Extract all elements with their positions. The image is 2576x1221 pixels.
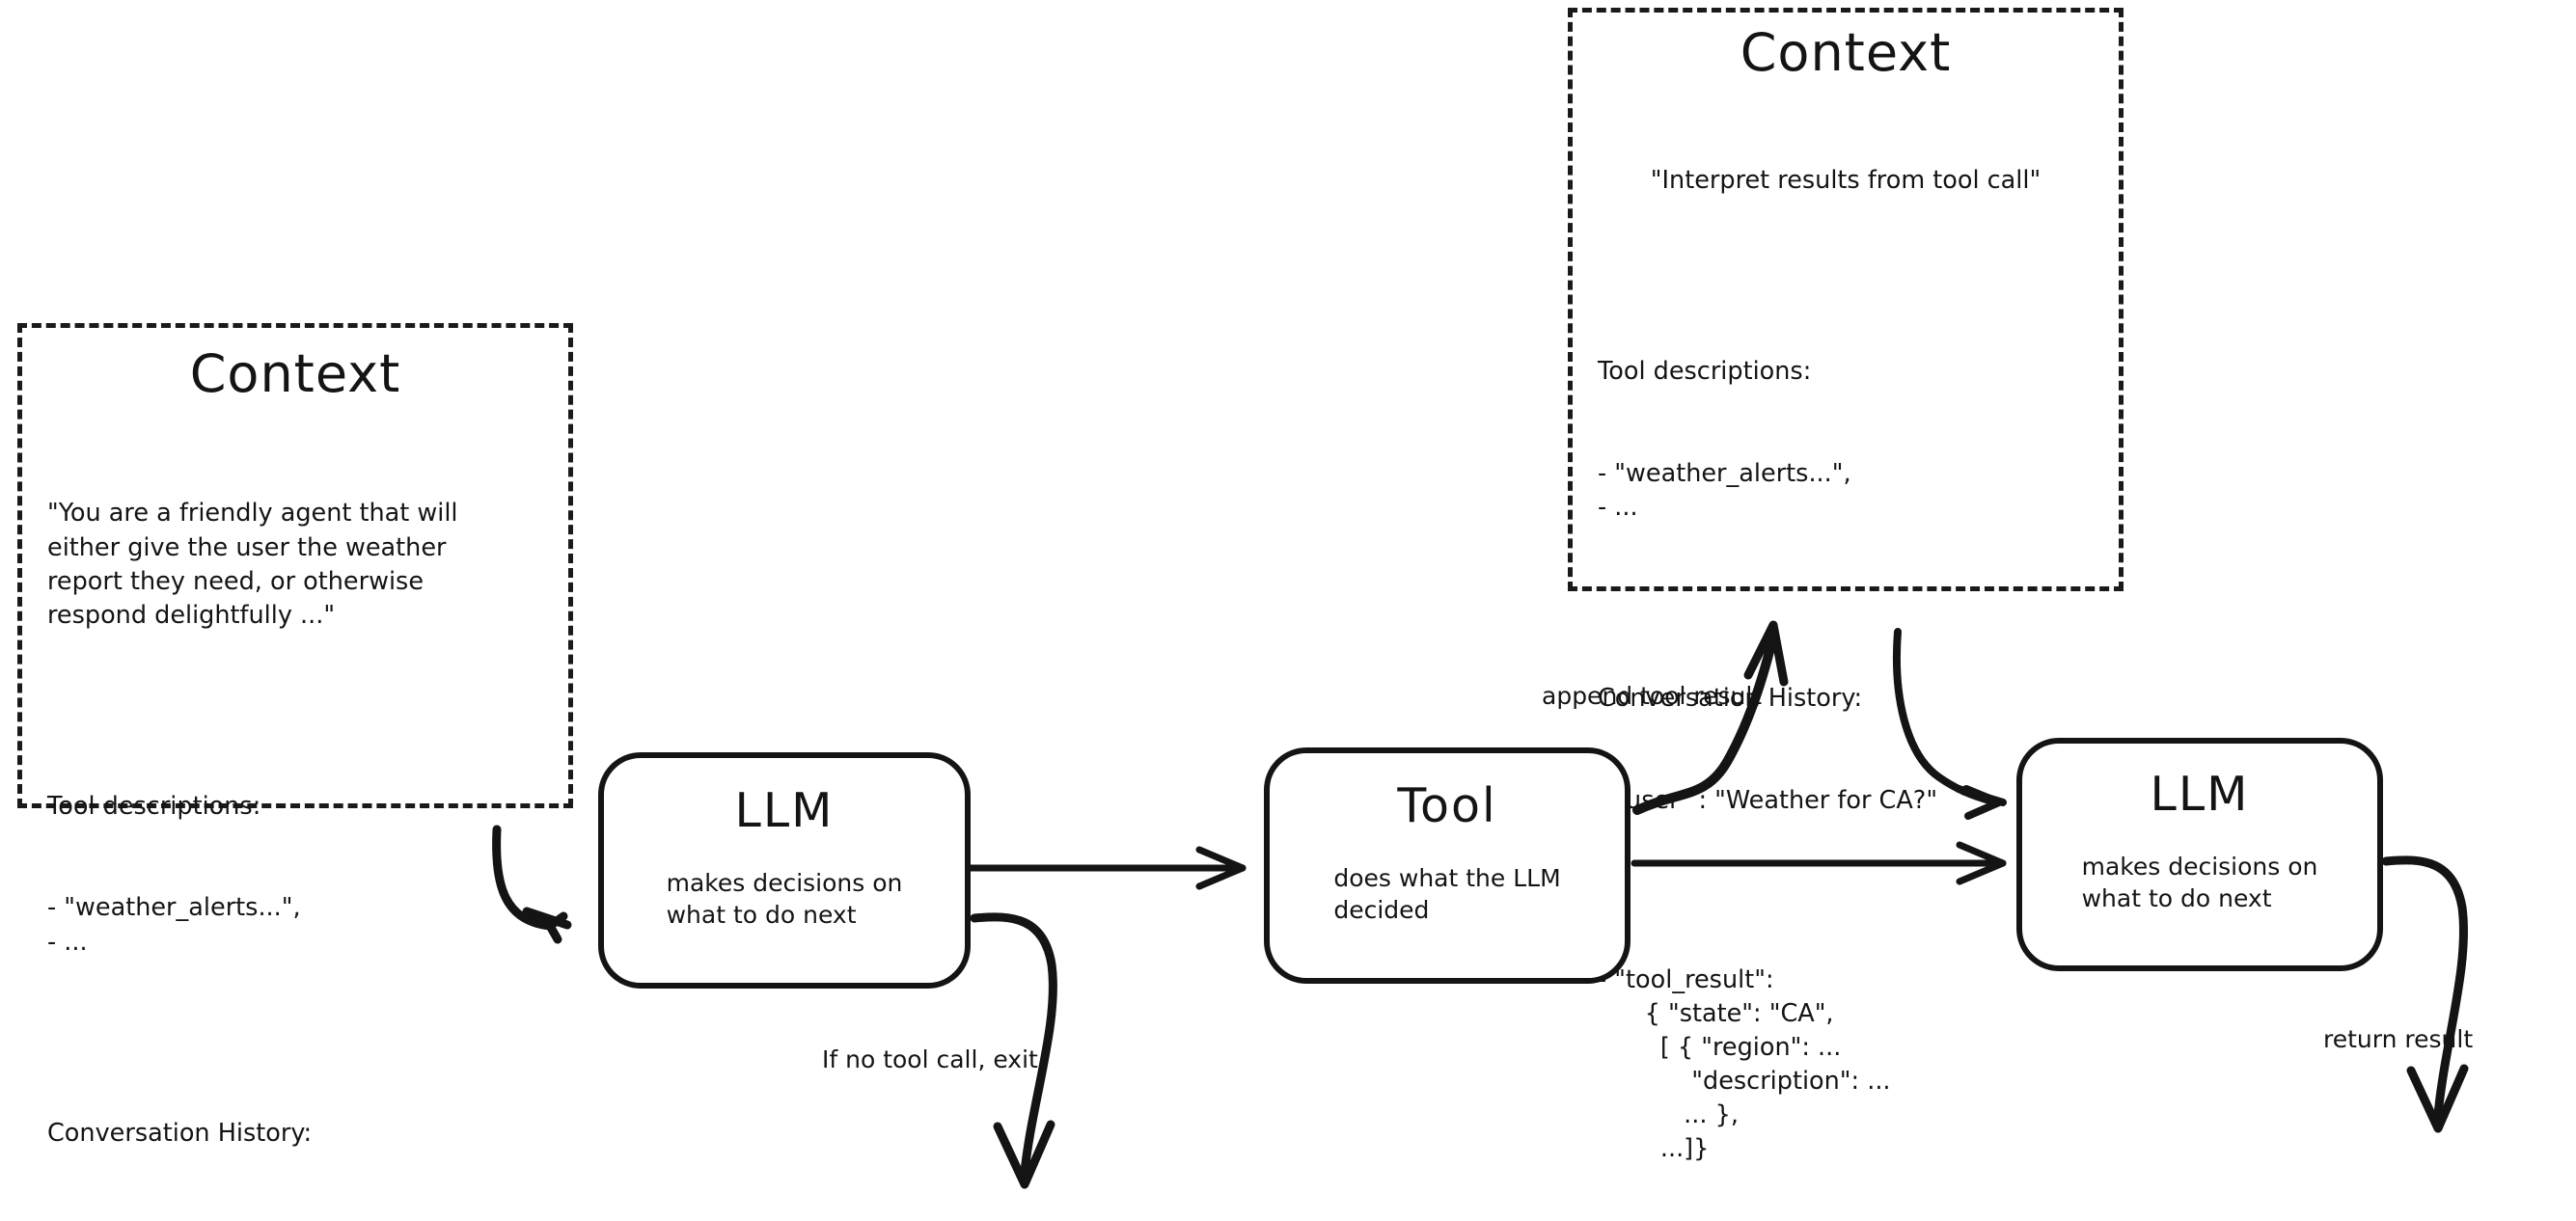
context-box-left: Context "You are a friendly agent that w…: [17, 323, 573, 1221]
context-left-title: Context: [189, 343, 401, 404]
context-right-tool-descriptions-header: Tool descriptions:: [1598, 357, 1812, 387]
context-left-conversation-header: Conversation History:: [47, 1118, 313, 1148]
context-right-title: Context: [1740, 22, 1952, 83]
context-right-system-prompt: "Interpret results from tool call": [1650, 166, 2042, 196]
node-llm-1[interactable]: LLM makes decisions on what to do next: [598, 752, 971, 989]
node-llm-1-title: LLM: [734, 783, 835, 838]
context-right-tool-descriptions-items: - "weather_alerts...", - ...: [1598, 458, 1851, 523]
node-llm-1-subtitle: makes decisions on what to do next: [666, 869, 903, 929]
context-left-tool-descriptions-header: Tool descriptions:: [47, 791, 261, 821]
node-tool[interactable]: Tool does what the LLM decided: [1264, 747, 1631, 984]
context-box-right: Context "Interpret results from tool cal…: [1568, 8, 2124, 1163]
arrow-llm1-to-tool: [967, 846, 1247, 890]
edge-label-if-no-tool-call-exit: If no tool call, exit: [822, 1045, 1038, 1073]
node-llm-2-title: LLM: [2150, 767, 2250, 822]
node-tool-subtitle: does what the LLM decided: [1333, 864, 1561, 924]
edge-label-return-result: return result: [2323, 1025, 2474, 1053]
edge-label-append-tool-result: append tool result: [1542, 682, 1763, 710]
node-llm-2[interactable]: LLM makes decisions on what to do next: [2016, 738, 2383, 971]
node-llm-2-subtitle: makes decisions on what to do next: [2081, 853, 2318, 912]
context-left-system-prompt: "You are a friendly agent that will eith…: [47, 499, 458, 630]
context-right-conversation-header: Conversation History:: [1598, 684, 1863, 713]
context-right-conversation-items: - "user" : "Weather for CA?": [1598, 785, 1938, 815]
node-tool-title: Tool: [1397, 778, 1497, 833]
arrow-llm2-return: [2381, 855, 2469, 1133]
context-right-tool-result: - "tool_result": { "state": "CA", [ { "r…: [1598, 964, 1891, 1164]
context-left-tool-descriptions-items: - "weather_alerts...", - ...: [47, 893, 301, 957]
